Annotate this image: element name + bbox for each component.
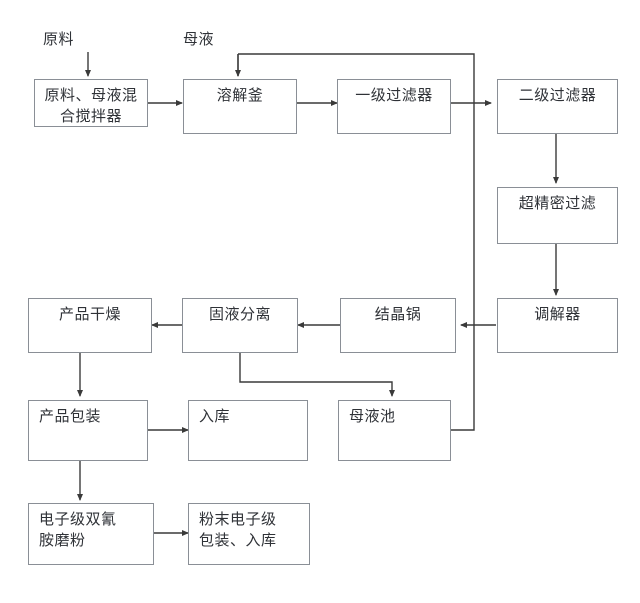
label-raw-material: 原料 <box>43 32 75 48</box>
node-conditioner[interactable]: 调解器 <box>497 298 618 353</box>
node-product-drying[interactable]: 产品干燥 <box>28 298 152 353</box>
node-filter-stage-2[interactable]: 二级过滤器 <box>497 79 618 134</box>
label-mother-liquor: 母液 <box>183 32 215 48</box>
node-dissolving-kettle[interactable]: 溶解釜 <box>183 79 297 134</box>
node-product-packaging[interactable]: 产品包装 <box>28 400 148 461</box>
node-electronic-grade-milling[interactable]: 电子级双氰 胺磨粉 <box>28 503 154 565</box>
node-powder-packaging[interactable]: 粉末电子级 包装、入库 <box>188 503 310 565</box>
node-solid-liquid-separation[interactable]: 固液分离 <box>182 298 298 353</box>
node-warehousing[interactable]: 入库 <box>188 400 308 461</box>
node-mixer[interactable]: 原料、母液混 合搅拌器 <box>34 79 148 127</box>
node-filter-stage-1[interactable]: 一级过滤器 <box>337 79 451 134</box>
edge-separator-to-mother-liquor-tank <box>239 353 395 397</box>
node-mother-liquor-tank[interactable]: 母液池 <box>338 400 451 461</box>
node-crystallizer[interactable]: 结晶锅 <box>340 298 456 353</box>
node-ultra-fine-filter[interactable]: 超精密过滤 <box>497 187 618 244</box>
